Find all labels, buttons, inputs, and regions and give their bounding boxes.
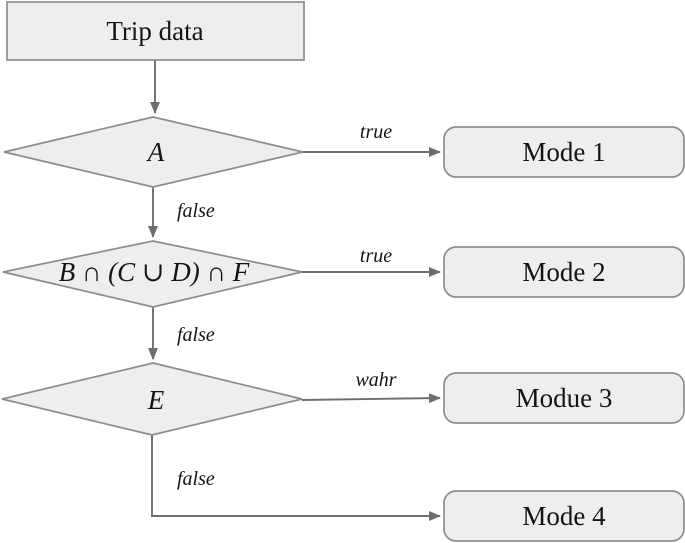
edge-labels: true false true false wahr false — [177, 121, 397, 490]
node-decision-a-label: A — [146, 137, 165, 167]
edge-label-b-true: true — [360, 245, 392, 267]
edge-e-false — [151, 435, 441, 521]
node-mode-3 — [443, 372, 685, 424]
edge-label-a-false: false — [177, 200, 215, 222]
node-decision-e — [1, 362, 303, 436]
node-trip-data-label: Trip data — [106, 16, 203, 46]
edges — [148, 60, 441, 521]
node-mode-1 — [443, 126, 685, 178]
edge-label-e-true: wahr — [355, 369, 396, 391]
node-mode-4-label: Mode 4 — [522, 501, 606, 531]
node-decision-b — [2, 240, 303, 308]
edge-label-a-true: true — [360, 121, 392, 143]
node-mode-2 — [443, 246, 685, 298]
node-decision-b-label: B ∩ (C ∪ D) ∩ F — [59, 257, 250, 287]
edge-label-e-false: false — [177, 468, 215, 490]
node-mode-2-label: Mode 2 — [522, 257, 605, 287]
edge-e-true — [301, 393, 441, 404]
node-mode-3-label: Modue 3 — [516, 383, 613, 413]
node-mode-4 — [443, 490, 685, 542]
node-decision-e-label: E — [147, 385, 165, 415]
node-decision-a — [3, 116, 304, 188]
node-trip-data — [6, 1, 305, 61]
edge-label-b-false: false — [177, 324, 215, 346]
node-mode-1-label: Mode 1 — [522, 137, 605, 167]
